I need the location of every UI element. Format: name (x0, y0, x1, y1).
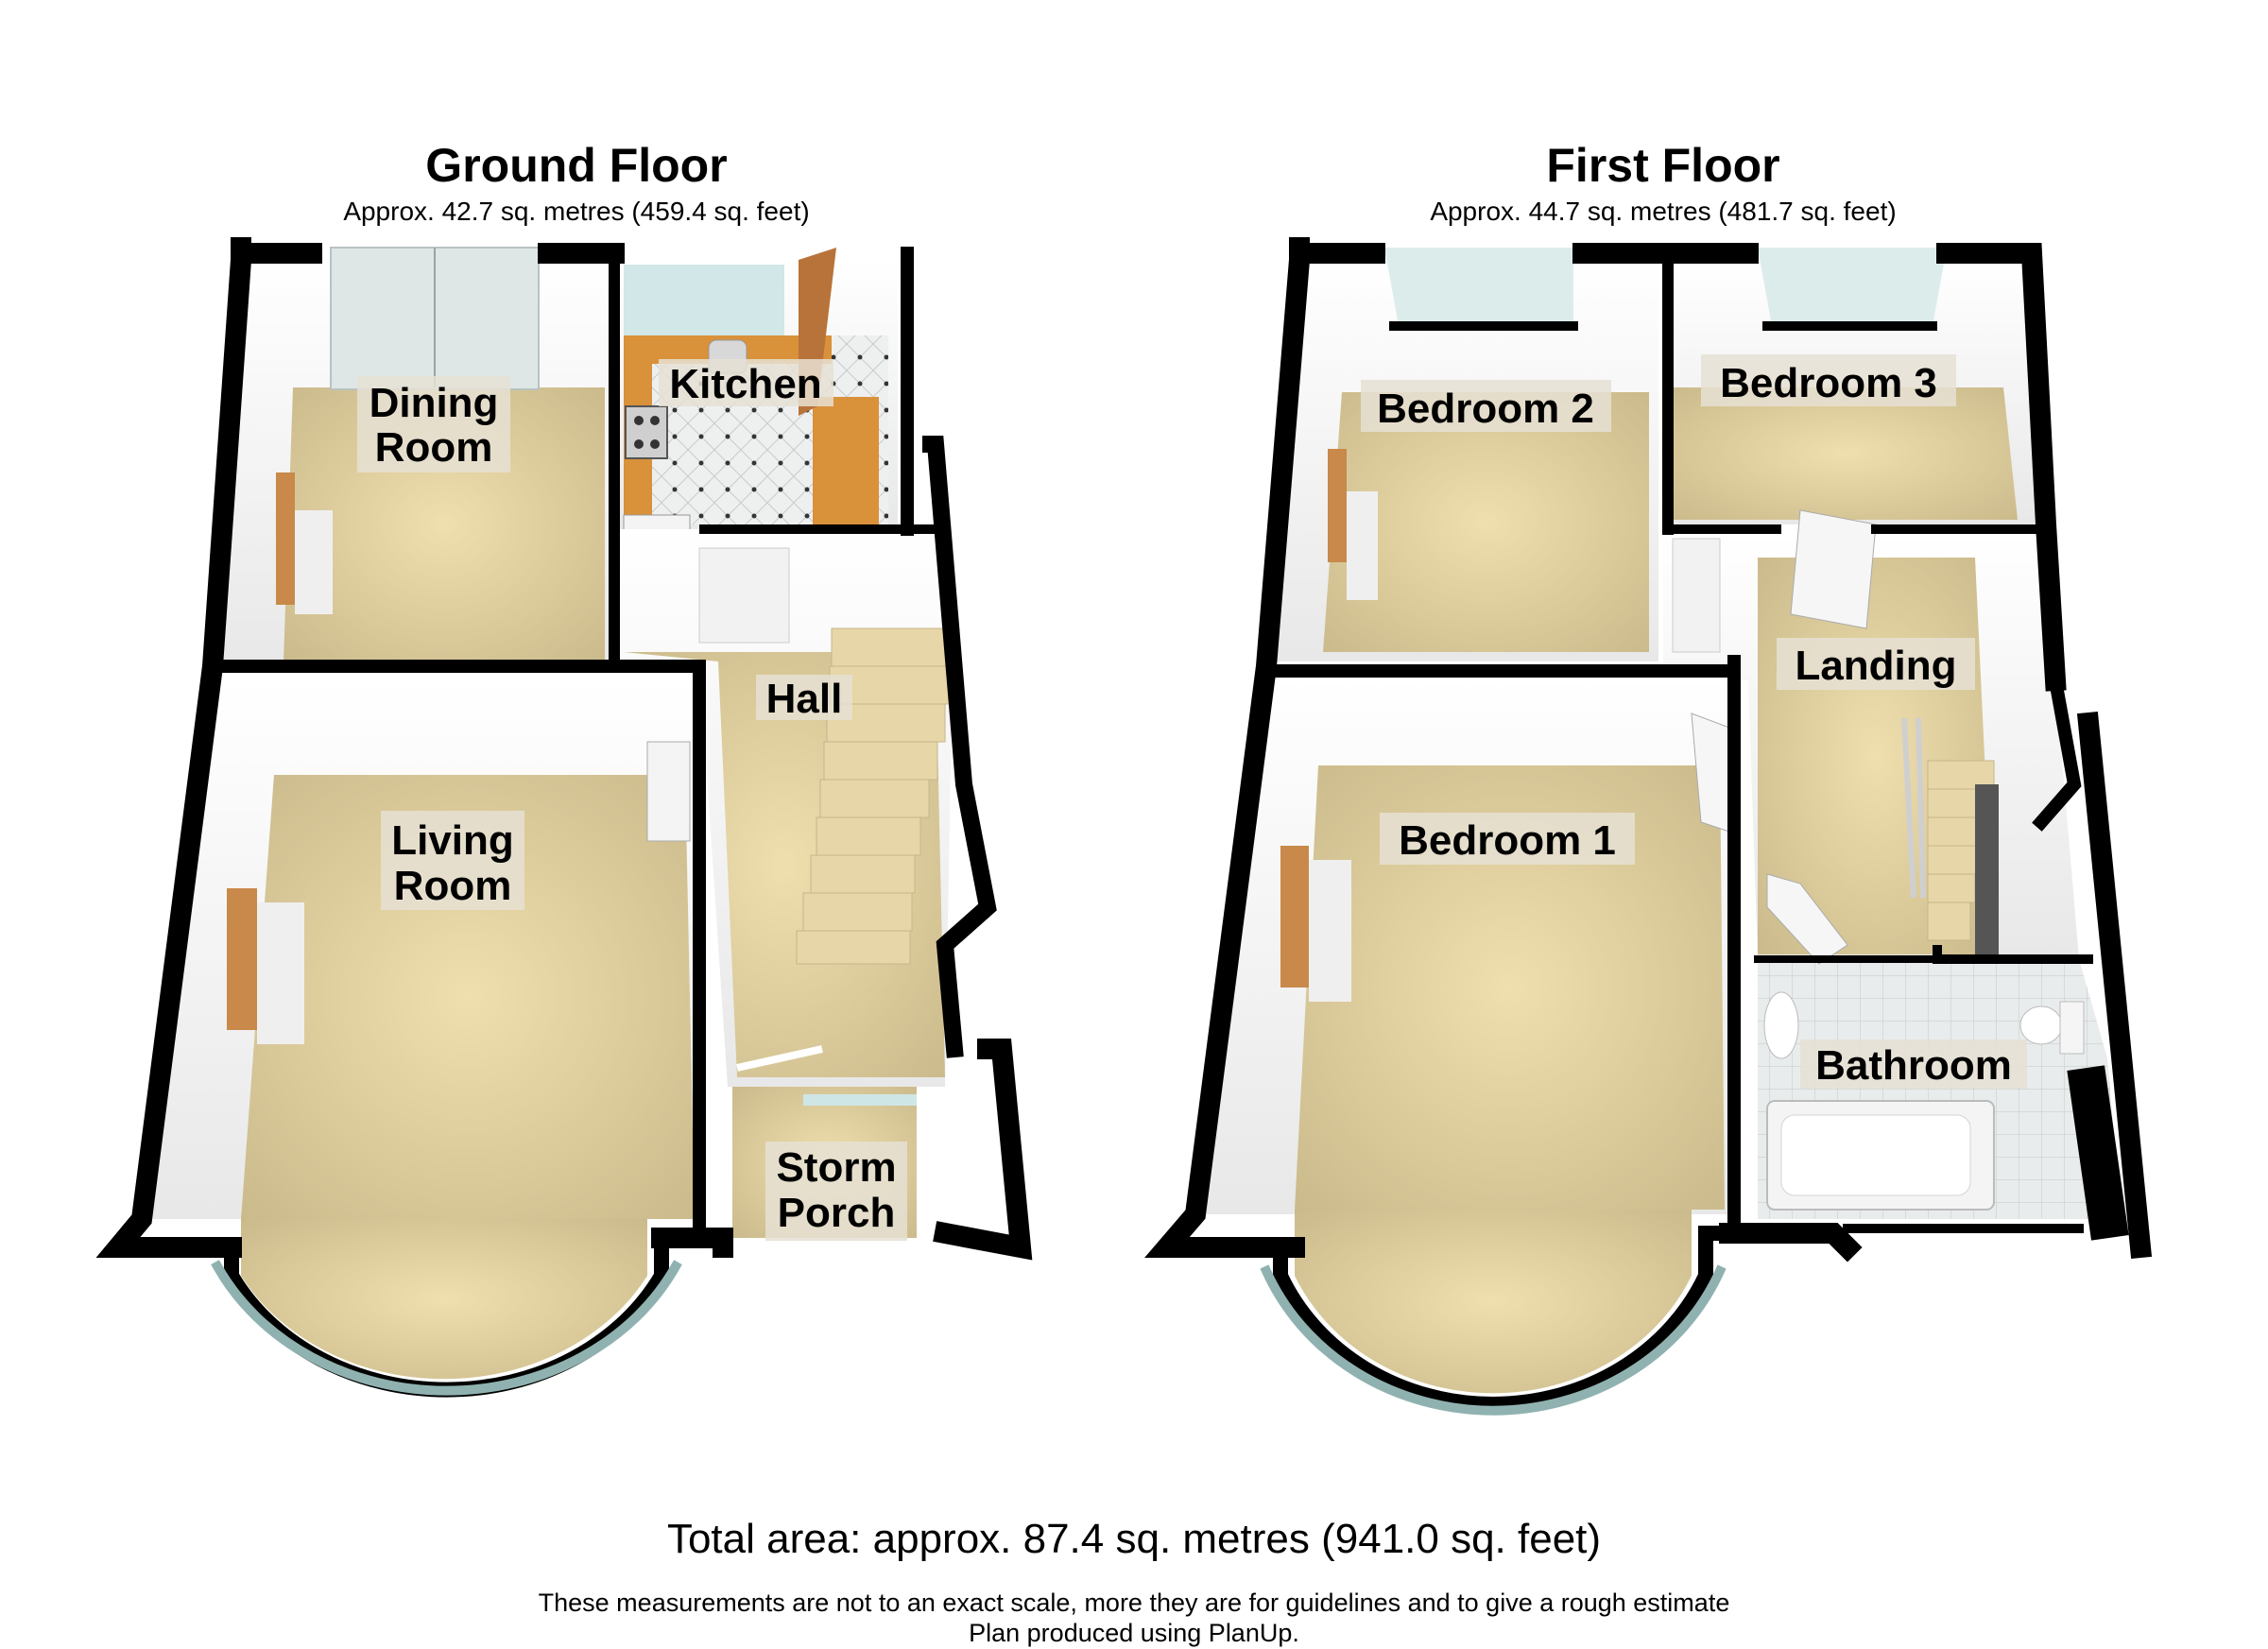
label-bedroom-1: Bedroom 1 (1399, 817, 1616, 864)
label-hall: Hall (766, 676, 843, 722)
label-bedroom-2: Bedroom 2 (1377, 386, 1594, 432)
bedroom1-radiator-icon (1280, 846, 1309, 988)
front-door-open (736, 1045, 823, 1072)
first-floor-plan: Bedroom 2 Bedroom 3 Landing Bedroom 1 Ba… (1144, 237, 2153, 1416)
understairs-cupboard (698, 547, 790, 644)
label-landing: Landing (1795, 643, 1956, 689)
bedroom3-window-glass (1758, 248, 1947, 326)
hall (614, 529, 960, 1087)
bedroom-2 (1266, 248, 1658, 661)
kitchen-worktop-right (813, 397, 879, 524)
first-floor-labels: Bedroom 2 Bedroom 3 Landing Bedroom 1 Ba… (1361, 354, 2027, 1089)
ground-floor-labels: Dining Room Kitchen Hall Living Room Sto… (357, 359, 907, 1241)
living-room (142, 680, 699, 1380)
ground-floor-plan: Dining Room Kitchen Hall Living Room Sto… (95, 237, 1033, 1398)
label-porch-line2: Porch (778, 1190, 896, 1236)
toilet-icon (2019, 1005, 2063, 1045)
living-radiator-icon (227, 888, 257, 1030)
plan-credit: Plan produced using PlanUp. (969, 1619, 1299, 1647)
ground-floor-walls (95, 237, 1033, 1398)
label-kitchen: Kitchen (669, 361, 821, 407)
bedroom2-radiator-icon (1328, 449, 1347, 562)
label-living-line2: Room (394, 863, 512, 909)
bedroom-1 (1195, 676, 1730, 1394)
first-floor-walls (1144, 237, 2153, 1416)
bathroom-door (1766, 873, 1848, 965)
living-door (646, 741, 691, 842)
ground-floor-title: Ground Floor (425, 139, 728, 192)
bathroom (1758, 873, 2122, 1219)
first-floor-title: First Floor (1546, 139, 1780, 192)
bedroom2-window-glass (1384, 248, 1573, 326)
landing-stairs (1927, 760, 1999, 959)
basin-icon (1763, 991, 1799, 1059)
total-area: Total area: approx. 87.4 sq. metres (941… (666, 1516, 1602, 1562)
dining-radiator-icon (276, 472, 295, 605)
banister-icon (1901, 717, 1916, 899)
label-porch-line1: Storm (776, 1144, 896, 1191)
bedroom3-door (1790, 509, 1877, 629)
label-dining-line2: Room (375, 424, 493, 471)
label-dining-line1: Dining (369, 380, 499, 426)
first-floor-area: Approx. 44.7 sq. metres (481.7 sq. feet) (1430, 197, 1897, 226)
label-living-line1: Living (391, 817, 514, 864)
hob-icon (625, 405, 668, 459)
ground-floor-area: Approx. 42.7 sq. metres (459.4 sq. feet) (343, 197, 810, 226)
disclaimer: These measurements are not to an exact s… (538, 1589, 1730, 1617)
label-bathroom: Bathroom (1815, 1042, 2012, 1089)
label-bedroom-3: Bedroom 3 (1720, 360, 1937, 406)
